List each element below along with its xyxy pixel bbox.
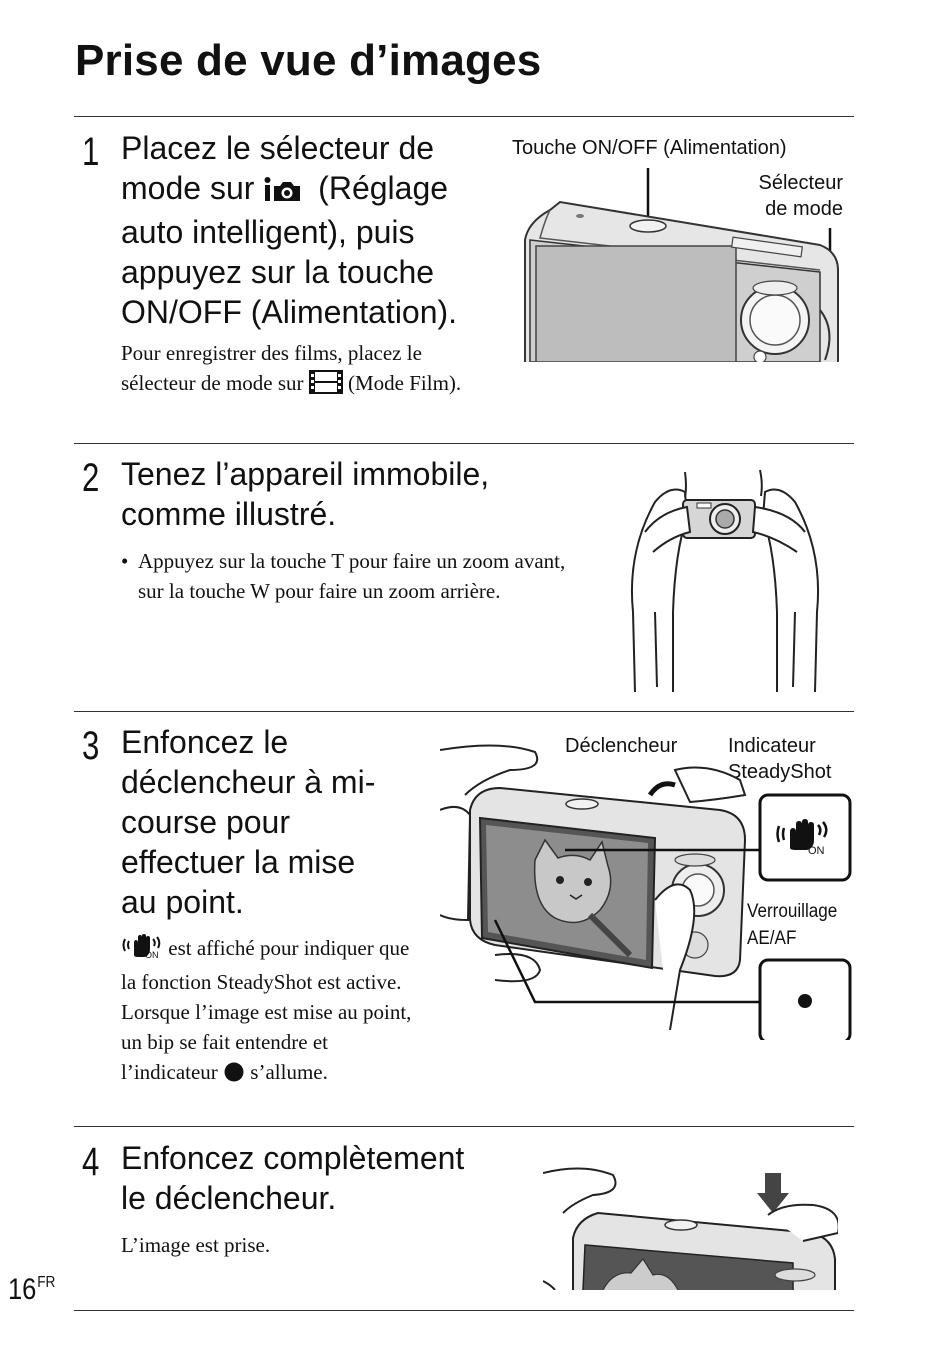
step-number: 3 xyxy=(82,724,100,768)
step-1-heading: Placez le sélecteur de mode sur (Réglage… xyxy=(121,128,501,332)
on-badge: ON xyxy=(808,845,825,857)
step-1-body: Pour enregistrer des films, placez le sé… xyxy=(121,338,491,402)
bullet-text: Appuyez sur la touche T pour faire un zo… xyxy=(138,549,566,603)
heading-line: au point. xyxy=(121,884,244,920)
body-text: Pour enregistrer des films, placez le sé… xyxy=(121,341,422,395)
label-line: Verrouillage xyxy=(747,901,838,922)
step-3-heading: Enfoncez le déclencheur à mi- course pou… xyxy=(121,722,441,922)
step-4-heading: Enfoncez complètement le déclencheur. xyxy=(121,1138,521,1218)
heading-line: mode sur (Réglage xyxy=(121,168,501,212)
heading-line: Enfoncez le xyxy=(121,724,289,760)
label-line: Indicateur xyxy=(728,735,816,757)
shutter-press-illustration xyxy=(543,1167,838,1290)
body-text: (Mode Film). xyxy=(342,371,462,395)
step-number: 4 xyxy=(82,1140,100,1184)
heading-line: appuyez sur la touche xyxy=(121,254,435,290)
heading-line: comme illustré. xyxy=(121,496,337,532)
heading-line: course pour xyxy=(121,804,290,840)
step-2-heading: Tenez l’appareil immobile, comme illustr… xyxy=(121,454,601,534)
body-text: s’allume. xyxy=(245,1060,328,1084)
label-line: SteadyShot xyxy=(728,761,832,783)
heading-line: Tenez l’appareil immobile, xyxy=(121,456,490,492)
label-shutter: Déclencheur xyxy=(565,735,678,757)
divider xyxy=(74,443,854,444)
divider xyxy=(74,1126,854,1127)
label-line: Sélecteur xyxy=(758,172,844,194)
divider xyxy=(74,116,854,117)
body-text: est affiché pour indiquer que la fonctio… xyxy=(121,936,412,1084)
page-number-value: 16 xyxy=(8,1273,37,1306)
step-3-body: ON est affiché pour indiquer que la fonc… xyxy=(121,933,421,1091)
heading-line: Placez le sélecteur de xyxy=(121,130,435,166)
step-2-bullet: • Appuyez sur la touche T pour faire un … xyxy=(121,546,586,606)
heading-line: effectuer la mise xyxy=(121,844,356,880)
movie-mode-icon xyxy=(308,370,343,402)
step-4-body: L’image est prise. xyxy=(121,1233,271,1257)
heading-line: ON/OFF (Alimentation). xyxy=(121,294,458,330)
heading-line: auto intelligent), puis xyxy=(121,214,415,250)
page-number: 16FR xyxy=(8,1273,55,1307)
step-number: 1 xyxy=(82,130,100,174)
camera-top-illustration xyxy=(524,168,839,362)
heading-line: déclencheur à mi- xyxy=(121,764,376,800)
label-line: de mode xyxy=(765,198,843,220)
intelligent-auto-icon xyxy=(263,172,309,212)
heading-line: le déclencheur. xyxy=(121,1180,337,1216)
label-mode-selector: Sélecteur de mode xyxy=(700,170,844,222)
label-power-button: Touche ON/OFF (Alimentation) xyxy=(512,137,787,159)
hands-holding-camera-illustration xyxy=(630,469,820,693)
language-suffix: FR xyxy=(37,1274,56,1291)
camera-screen-illustration: ON xyxy=(440,744,852,1040)
heading-text: mode sur xyxy=(121,170,264,206)
divider xyxy=(74,1310,854,1311)
filled-circle-icon xyxy=(223,1061,245,1091)
step-number: 2 xyxy=(82,456,100,500)
heading-text: (Réglage xyxy=(309,170,449,206)
steadyshot-hand-icon: ON xyxy=(121,933,163,967)
bullet-marker: • xyxy=(121,549,129,573)
divider xyxy=(74,711,854,712)
label-ae-af-lock: Verrouillage AE/AF xyxy=(747,898,837,952)
label-line: AE/AF xyxy=(747,928,797,949)
svg-text:ON: ON xyxy=(145,950,159,959)
page-title: Prise de vue d’images xyxy=(75,36,542,85)
heading-line: Enfoncez complètement xyxy=(121,1140,465,1176)
label-steadyshot-indicator: Indicateur SteadyShot xyxy=(728,733,831,785)
